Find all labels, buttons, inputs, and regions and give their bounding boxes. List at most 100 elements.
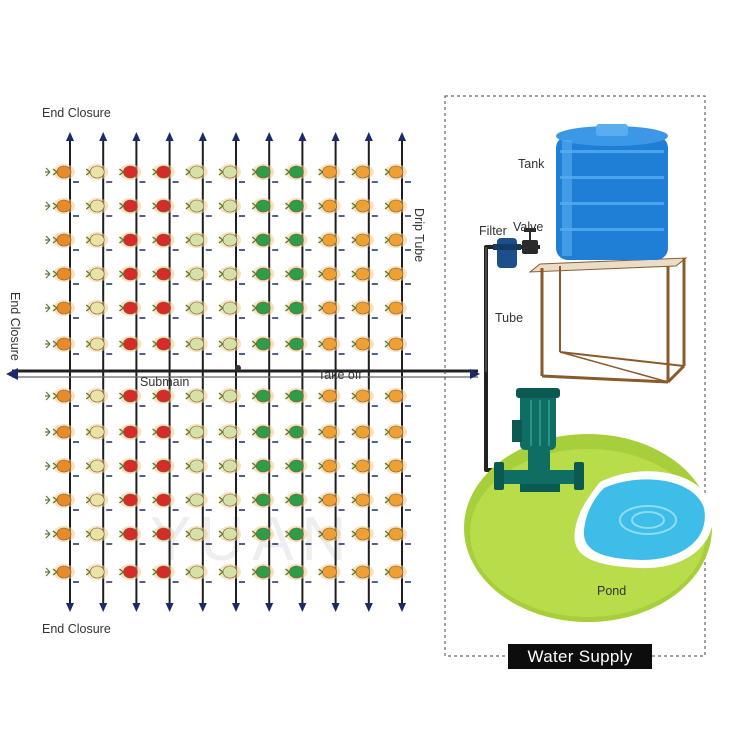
crop-plant: [222, 165, 238, 179]
pump-motor: [520, 392, 556, 450]
crop-leaf: [185, 530, 191, 538]
crop-leaf: [218, 340, 224, 348]
crop-plant: [222, 267, 238, 281]
crop-plant: [289, 389, 304, 403]
crop-plant: [255, 199, 271, 213]
crop-leaf: [85, 568, 91, 576]
crop-leaf: [119, 568, 124, 576]
crop-plant: [289, 459, 304, 473]
crop-leaf: [251, 168, 257, 176]
crop-leaf: [218, 530, 224, 538]
label-submain: Submain: [140, 375, 190, 389]
crop-leaf: [318, 304, 323, 312]
crop-leaf: [85, 236, 91, 244]
crop-leaf: [285, 392, 290, 400]
crop-leaf: [218, 428, 224, 436]
crop-plant: [289, 233, 304, 247]
crop-plant: [355, 165, 371, 179]
crop-leaf: [351, 304, 357, 312]
end-closure-bottom-arrow: [331, 603, 340, 612]
crop-plant: [355, 565, 371, 579]
watermark-text: YUAN: [150, 505, 354, 574]
crop-leaf: [52, 304, 58, 312]
crop-leaf: [85, 304, 91, 312]
crop-leaf: [152, 168, 157, 176]
crop-plant: [56, 493, 72, 507]
filter: [493, 238, 521, 268]
crop-leaf: [251, 462, 257, 470]
crop-plant: [289, 527, 304, 541]
crop-leaf: [152, 236, 157, 244]
edge-plant: [45, 461, 51, 471]
crop-leaf: [185, 340, 191, 348]
crop-plant: [56, 389, 72, 403]
crop-leaf: [351, 496, 357, 504]
crop-plant: [123, 389, 138, 403]
crop-plant: [322, 165, 337, 179]
crop-leaf: [318, 530, 323, 538]
crop-plant: [388, 459, 404, 473]
crop-plant: [255, 565, 271, 579]
crop-plant: [89, 425, 105, 439]
edge-plant: [45, 235, 51, 245]
edge-plant: [45, 201, 51, 211]
crop-leaf: [52, 392, 58, 400]
crop-leaf: [384, 236, 390, 244]
crop-plant: [222, 459, 238, 473]
crop-leaf: [52, 428, 58, 436]
crop-plant: [156, 493, 171, 507]
crop-plant: [56, 267, 72, 281]
crop-leaf: [384, 392, 390, 400]
crop-leaf: [285, 236, 290, 244]
crop-plant: [156, 425, 171, 439]
end-closure-top-arrow: [398, 132, 406, 141]
crop-plant: [388, 389, 404, 403]
water-supply-badge: Water Supply: [508, 644, 652, 669]
crop-leaf: [152, 392, 157, 400]
crop-plant: [255, 337, 271, 351]
crop-leaf: [251, 428, 257, 436]
crop-leaf: [152, 462, 157, 470]
valve: [522, 228, 538, 254]
crop-plant: [222, 565, 238, 579]
crop-leaf: [251, 236, 257, 244]
crop-plant: [189, 459, 205, 473]
edge-plant: [45, 391, 51, 401]
label-drip-tube: Drip Tube: [412, 208, 426, 263]
crop-leaf: [384, 428, 390, 436]
crop-plant: [89, 301, 105, 315]
crop-leaf: [218, 496, 224, 504]
crop-leaf: [52, 236, 58, 244]
crop-leaf: [152, 270, 157, 278]
crop-leaf: [218, 270, 224, 278]
pump: [494, 388, 584, 492]
crop-plant: [56, 337, 72, 351]
crop-plant: [156, 337, 171, 351]
crop-plant: [355, 493, 371, 507]
crop-leaf: [251, 202, 257, 210]
crop-plant: [255, 493, 271, 507]
crop-leaf: [318, 340, 323, 348]
crop-plant: [255, 233, 271, 247]
crop-plant: [123, 199, 138, 213]
crop-leaf: [119, 428, 124, 436]
crop-leaf: [52, 568, 58, 576]
crop-leaf: [318, 168, 323, 176]
crop-leaf: [285, 168, 290, 176]
crop-plant: [355, 459, 371, 473]
crop-plant: [56, 527, 72, 541]
crop-plant: [388, 165, 404, 179]
crop-plant: [123, 565, 138, 579]
crop-leaf: [85, 168, 91, 176]
crop-leaf: [152, 340, 157, 348]
end-closure-bottom-arrow: [132, 603, 141, 612]
edge-plant: [45, 339, 51, 349]
crop-plant: [222, 527, 238, 541]
label-filter: Filter: [479, 224, 507, 238]
crop-leaf: [52, 202, 58, 210]
tank-body: [556, 136, 668, 260]
crop-plant: [388, 425, 404, 439]
crop-leaf: [351, 340, 357, 348]
crop-plant: [123, 301, 138, 315]
